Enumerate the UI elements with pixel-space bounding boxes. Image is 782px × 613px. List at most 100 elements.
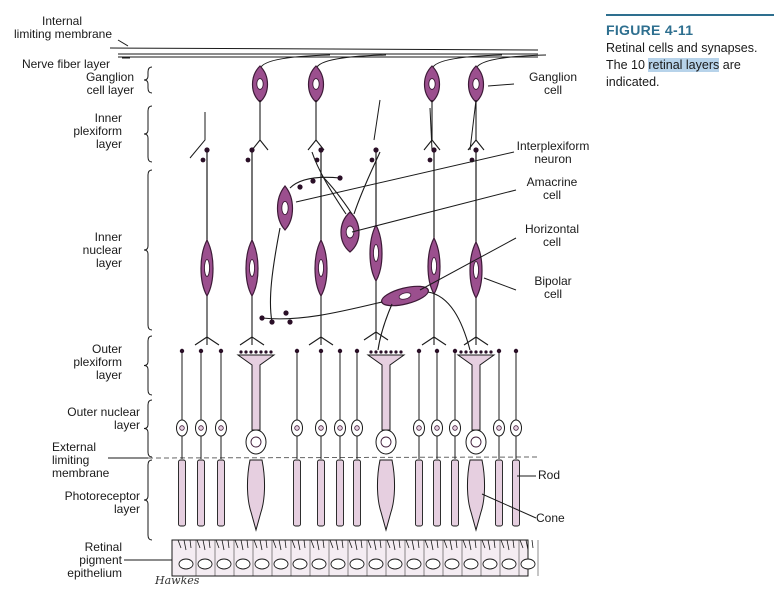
bracket-photoreceptor [143,459,153,541]
cone-outer-segment-3 [467,459,485,532]
rod-nucleolus-11 [496,425,502,431]
rod-spherule-3 [218,348,224,354]
cone-outer-segment-1 [247,459,265,532]
caption-text: Retinal cells and synapses. The 10 retin… [606,40,774,91]
bipolar-terminal-b-2 [245,157,251,163]
interplexiform-process-up [289,176,341,189]
rod-outer-segment-3 [217,459,225,527]
cone-synapse-3 [459,350,463,354]
interplexiform-neuron-nucleus [281,200,289,216]
cone-synapse-2 [384,350,388,354]
bipolar-terminal-2 [249,147,255,153]
amacrine-synapse [337,175,343,181]
rpe-nucleus [349,558,365,570]
rod-spherule-8 [416,348,422,354]
cone-synapse-3 [479,350,483,354]
rpe-nucleus [216,558,232,570]
rod-outer-segment-11 [495,459,503,527]
ipl-process-c [429,107,433,151]
interplexiform-process-down [269,227,281,323]
rod-outer-segment-8 [415,459,423,527]
rpe-villi [253,539,268,551]
rod-outer-segment-12 [512,459,520,527]
rpe-villi [481,539,496,551]
rpe-nucleus [292,558,308,570]
rpe-villi [177,539,192,551]
label-cone: Cone [536,511,565,525]
label-ganglion-cell: Ganglion cell [528,70,578,97]
cone-outer-segment-2 [377,459,395,532]
cone-synapse-3 [464,350,468,354]
cone-pedicle-2 [366,354,406,431]
cone-synapse-2 [374,350,378,354]
horizontal-synapse-3 [283,310,289,316]
cone-nucleolus-2 [380,436,392,448]
ganglion-branch-3 [423,139,441,151]
bipolar-dendrites-5 [421,294,447,346]
cone-synapse-3 [469,350,473,354]
label-nerve-fiber-layer: Nerve fiber layer [21,57,110,71]
rod-spherule-4 [294,348,300,354]
horizontal-process-down [377,303,393,351]
bipolar-cell-1-nucleus [203,259,211,277]
pointer-cone [481,493,537,519]
rpe-villi [291,539,306,551]
caption-text-start: Retinal cells and synapses. The 10 [606,41,758,72]
rod-outer-segment-6 [336,459,344,527]
pointer-horizontal [419,237,517,291]
label-inner-nuclear-layer: Inner nuclear layer [82,230,122,270]
cone-synapse-1 [239,350,243,354]
rpe-nucleus [311,558,327,570]
rod-nucleolus-8 [416,425,422,431]
label-external-limiting-membrane: External limiting membrane [52,440,110,480]
rod-spherule-2 [198,348,204,354]
rod-spherule-12 [513,348,519,354]
amacrine-process-3 [321,175,353,215]
label-horizontal-cell: Horizontal cell [524,222,580,249]
interplexiform-synapse-3 [269,319,275,325]
label-amacrine-cell: Amacrine cell [526,175,578,202]
cone-synapse-1 [254,350,258,354]
label-outer-nuclear-layer: Outer nuclear layer [67,405,140,432]
rpe-nucleus [501,558,517,570]
cone-synapse-1 [264,350,268,354]
rpe-nucleus [463,558,479,570]
rpe-villi [500,539,515,551]
bipolar-cell-2-nucleus [248,259,256,277]
pointer-ganglion-cell [487,83,515,87]
pointer-bipolar [483,277,517,291]
cone-synapse-2 [389,350,393,354]
horizontal-synapse-2 [287,319,293,325]
rod-nucleolus-5 [318,425,324,431]
caption-highlight: retinal layers [648,58,720,72]
horizontal-process-left [261,301,383,320]
rod-outer-segment-1 [178,459,186,527]
rod-nucleolus-9 [434,425,440,431]
rod-spherule-10 [452,348,458,354]
label-outer-plexiform-layer: Outer plexiform layer [73,342,122,382]
bipolar-terminal-5 [431,147,437,153]
rod-spherule-7 [354,348,360,354]
rod-nucleolus-3 [218,425,224,431]
cone-synapse-2 [399,350,403,354]
bracket-ganglion-cell-layer [143,66,153,94]
rpe-villi [424,539,439,551]
label-retinal-pigment-epithelium: Retinal pigment epithelium [67,540,122,580]
bipolar-dendrites-6 [463,298,489,346]
cone-nucleolus-3 [470,436,482,448]
cone-synapse-1 [269,350,273,354]
horizontal-process-right [427,291,471,351]
rpe-villi [215,539,230,551]
rpe-nucleus [178,558,194,570]
rpe-nucleus [444,558,460,570]
rod-spherule-5 [318,348,324,354]
bracket-outer-plexiform [143,335,153,396]
cone-synapse-2 [394,350,398,354]
rpe-nucleus [368,558,384,570]
bipolar-terminal-1 [204,147,210,153]
rod-outer-segment-10 [451,459,459,527]
interplexiform-synapse-2 [310,178,316,184]
horizontal-synapse-1 [259,315,265,321]
label-bipolar-cell: Bipolar cell [534,274,572,301]
